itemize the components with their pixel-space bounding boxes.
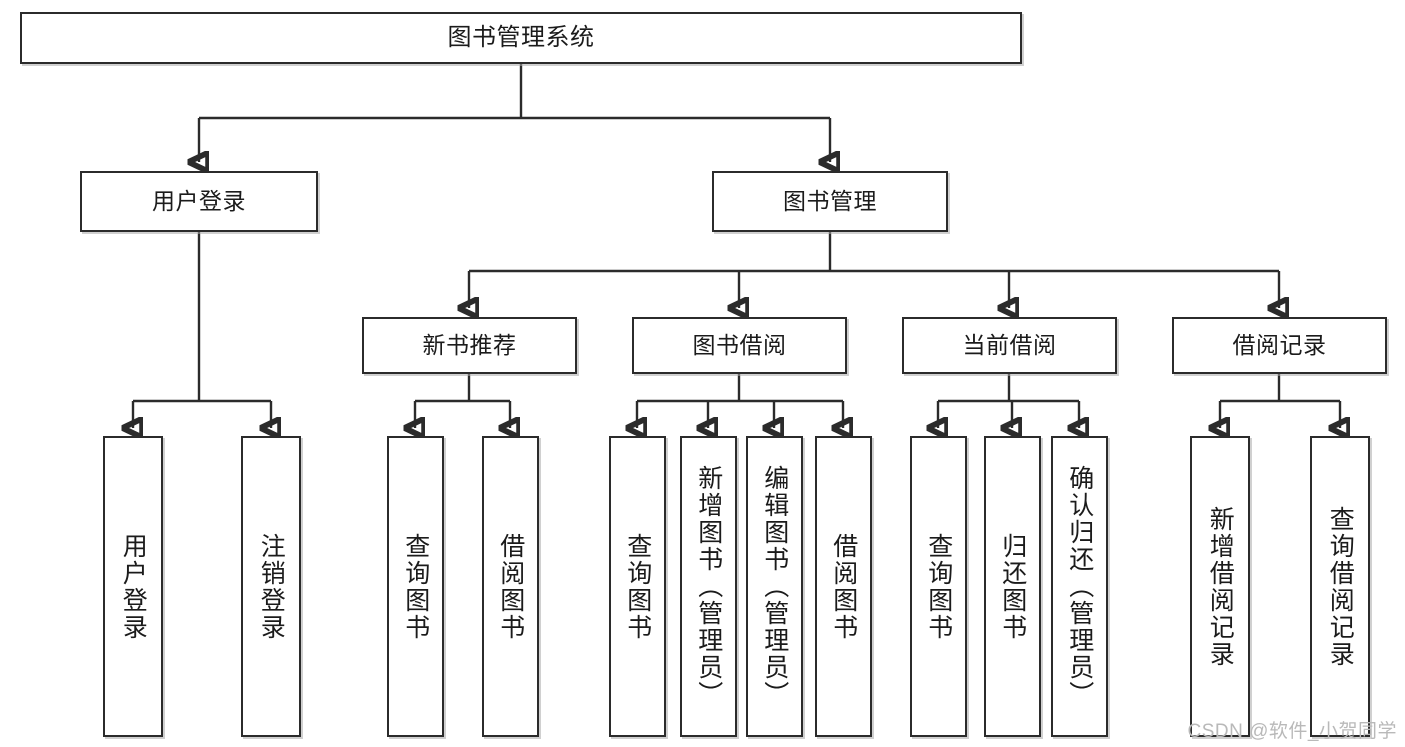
node-leaf-borrow-book-1[interactable]: 借阅图书 [482, 436, 539, 737]
node-new-book-rec[interactable]: 新书推荐 [362, 317, 577, 374]
node-leaf-query-book-2-label: 查询图书 [623, 532, 652, 641]
node-book-manage-label: 图书管理 [783, 188, 877, 215]
node-book-manage[interactable]: 图书管理 [712, 171, 948, 232]
node-leaf-query-book-2[interactable]: 查询图书 [609, 436, 666, 737]
node-current-borrow[interactable]: 当前借阅 [902, 317, 1117, 374]
node-leaf-edit-book-label: 编辑图书（管理员） [760, 465, 789, 708]
node-root-label: 图书管理系统 [447, 24, 595, 52]
node-root[interactable]: 图书管理系统 [20, 12, 1022, 64]
node-leaf-add-record-label: 新增借阅记录 [1206, 505, 1235, 668]
node-leaf-borrow-book-1-label: 借阅图书 [496, 532, 525, 641]
node-book-borrow-label: 图书借阅 [692, 332, 787, 359]
node-current-borrow-label: 当前借阅 [962, 332, 1057, 359]
node-new-book-rec-label: 新书推荐 [422, 332, 517, 359]
node-leaf-return-book-label: 归还图书 [998, 532, 1027, 641]
node-leaf-query-book-1-label: 查询图书 [401, 532, 430, 641]
node-leaf-user-logout-label: 注销登录 [257, 532, 286, 641]
node-leaf-user-login-label: 用户登录 [119, 532, 148, 641]
node-leaf-query-book-3[interactable]: 查询图书 [910, 436, 967, 737]
watermark-text: CSDN @软件_小贺同学 [1187, 721, 1397, 742]
node-leaf-add-book-label: 新增图书（管理员） [694, 465, 723, 708]
node-leaf-user-login[interactable]: 用户登录 [103, 436, 163, 737]
node-book-borrow[interactable]: 图书借阅 [632, 317, 847, 374]
node-leaf-borrow-book-2-label: 借阅图书 [829, 532, 858, 641]
node-leaf-return-book[interactable]: 归还图书 [984, 436, 1041, 737]
node-leaf-confirm-return-label: 确认归还（管理员） [1065, 465, 1094, 708]
node-leaf-query-record-label: 查询借阅记录 [1326, 505, 1355, 668]
node-leaf-borrow-book-2[interactable]: 借阅图书 [815, 436, 872, 737]
node-leaf-add-book[interactable]: 新增图书（管理员） [680, 436, 737, 737]
node-borrow-record-label: 借阅记录 [1232, 332, 1327, 359]
node-leaf-user-logout[interactable]: 注销登录 [241, 436, 301, 737]
node-user-login-label: 用户登录 [152, 188, 246, 215]
node-user-login[interactable]: 用户登录 [80, 171, 318, 232]
node-borrow-record[interactable]: 借阅记录 [1172, 317, 1387, 374]
node-leaf-add-record[interactable]: 新增借阅记录 [1190, 436, 1250, 737]
node-leaf-query-book-1[interactable]: 查询图书 [387, 436, 444, 737]
node-leaf-query-record[interactable]: 查询借阅记录 [1310, 436, 1370, 737]
node-leaf-query-book-3-label: 查询图书 [924, 532, 953, 641]
node-leaf-edit-book[interactable]: 编辑图书（管理员） [746, 436, 803, 737]
node-leaf-confirm-return[interactable]: 确认归还（管理员） [1051, 436, 1108, 737]
